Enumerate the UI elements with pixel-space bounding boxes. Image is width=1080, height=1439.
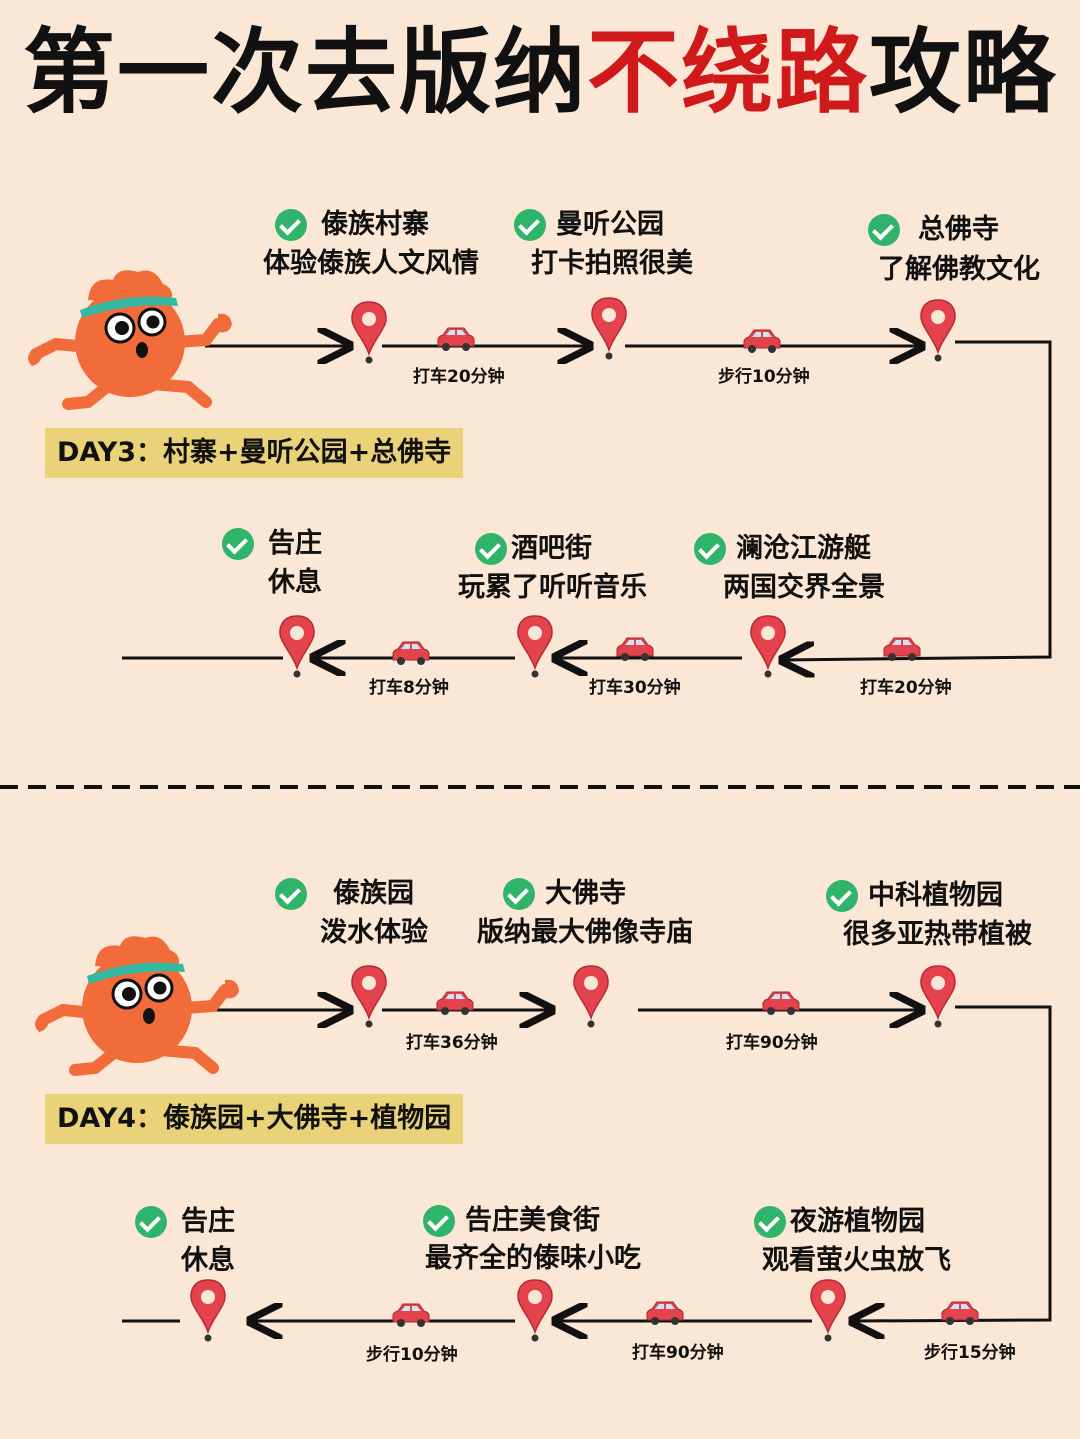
stop-bar-street: 酒吧街	[475, 529, 592, 568]
check-circle-icon	[423, 1204, 455, 1237]
stop-food-street: 告庄美食街	[423, 1201, 600, 1240]
map-pin-icon	[920, 965, 956, 1029]
stop-desc: 最齐全的傣味小吃	[425, 1243, 641, 1274]
stop-desc: 了解佛教文化	[878, 254, 1040, 285]
car-icon	[436, 991, 474, 1016]
page-title: 第一次去版纳不绕路攻略	[0, 22, 1080, 123]
running-mascot	[35, 936, 239, 1076]
check-circle-icon	[694, 532, 726, 565]
check-circle-icon	[503, 877, 535, 910]
stop-name: 告庄	[268, 528, 322, 559]
segment-label: 打车20分钟	[860, 678, 952, 698]
check-circle-icon	[222, 527, 254, 560]
stop-name: 傣族村寨	[321, 209, 429, 240]
stop-name: 告庄美食街	[465, 1205, 600, 1236]
car-icon	[437, 327, 475, 352]
map-pin-icon	[591, 297, 627, 361]
segment-label: 打车8分钟	[369, 678, 449, 698]
stop-desc: 体验傣族人文风情	[263, 248, 479, 279]
stop-desc: 观看萤火虫放飞	[762, 1245, 951, 1276]
stop-botanical-garden: 中科植物园	[826, 876, 1003, 915]
running-mascot	[28, 270, 232, 410]
title-part3: 攻略	[869, 19, 1058, 126]
title-part1: 第一次去版纳	[22, 19, 587, 126]
car-icon	[392, 641, 430, 666]
map-pin-icon	[517, 615, 553, 679]
stop-dai-garden: 傣族园	[275, 874, 414, 913]
segment-label: 打车30分钟	[589, 678, 681, 698]
segment-label: 打车20分钟	[413, 367, 505, 387]
map-pin-icon	[351, 965, 387, 1029]
map-pin-icon	[279, 615, 315, 679]
stop-name: 总佛寺	[918, 214, 999, 245]
segment-label: 打车90分钟	[726, 1033, 818, 1053]
check-circle-icon	[275, 208, 307, 241]
map-pin-icon	[750, 615, 786, 679]
check-circle-icon	[514, 208, 546, 241]
map-pin-icon	[810, 1279, 846, 1343]
day4-route	[122, 1007, 1052, 1321]
stop-desc: 很多亚热带植被	[843, 919, 1032, 950]
stop-desc: 打卡拍照很美	[531, 248, 693, 279]
stop-desc: 泼水体验	[320, 917, 428, 948]
day3-top-route	[122, 342, 1052, 660]
segment-label: 打车36分钟	[406, 1033, 498, 1053]
stop-big-buddha: 大佛寺	[503, 874, 626, 913]
stop-name: 中科植物园	[868, 880, 1003, 911]
stop-dai-village: 傣族村寨	[275, 205, 429, 244]
car-icon	[743, 329, 781, 354]
stop-desc: 休息	[181, 1245, 235, 1276]
map-pin-icon	[517, 1279, 553, 1343]
day4-map-pins	[190, 965, 956, 1343]
day4-tag: DAY4：傣族园+大佛寺+植物园	[45, 1094, 464, 1144]
stop-lancang-cruise: 澜沧江游艇	[694, 529, 871, 568]
segment-label: 步行10分钟	[718, 367, 810, 387]
stop-desc: 休息	[268, 567, 322, 598]
day3-tag: DAY3：村寨+曼听公园+总佛寺	[45, 428, 464, 478]
stop-name: 酒吧街	[511, 533, 592, 564]
stop-desc: 版纳最大佛像寺庙	[477, 917, 693, 948]
stop-grand-temple: 总佛寺	[868, 210, 999, 249]
stop-name: 傣族园	[333, 878, 414, 909]
stop-name: 大佛寺	[545, 878, 626, 909]
stop-name: 告庄	[181, 1206, 235, 1237]
title-part2: 不绕路	[586, 19, 869, 126]
stop-desc: 两国交界全景	[723, 572, 885, 603]
car-icon	[392, 1303, 430, 1328]
check-circle-icon	[275, 877, 307, 910]
stop-night-botanical: 夜游植物园	[754, 1202, 925, 1241]
check-circle-icon	[868, 213, 900, 246]
car-icon	[762, 991, 800, 1016]
stop-name: 澜沧江游艇	[736, 533, 871, 564]
stop-desc: 玩累了听听音乐	[458, 572, 647, 603]
segment-label: 打车90分钟	[632, 1343, 724, 1363]
stop-name: 曼听公园	[556, 209, 664, 240]
check-circle-icon	[135, 1205, 167, 1238]
map-pin-icon	[920, 299, 956, 363]
segment-label: 步行15分钟	[924, 1343, 1016, 1363]
stop-gaozhuang: 告庄	[135, 1202, 235, 1241]
check-circle-icon	[754, 1205, 786, 1238]
map-pin-icon	[351, 301, 387, 365]
segment-label: 步行10分钟	[366, 1345, 458, 1365]
day3-map-pins	[279, 297, 956, 679]
check-circle-icon	[475, 532, 507, 565]
stop-gaozhuang: 告庄	[222, 524, 322, 563]
check-circle-icon	[826, 879, 858, 912]
stop-name: 夜游植物园	[790, 1206, 925, 1237]
map-pin-icon	[190, 1279, 226, 1343]
stop-manting-park: 曼听公园	[514, 205, 664, 244]
map-pin-icon	[573, 965, 609, 1029]
